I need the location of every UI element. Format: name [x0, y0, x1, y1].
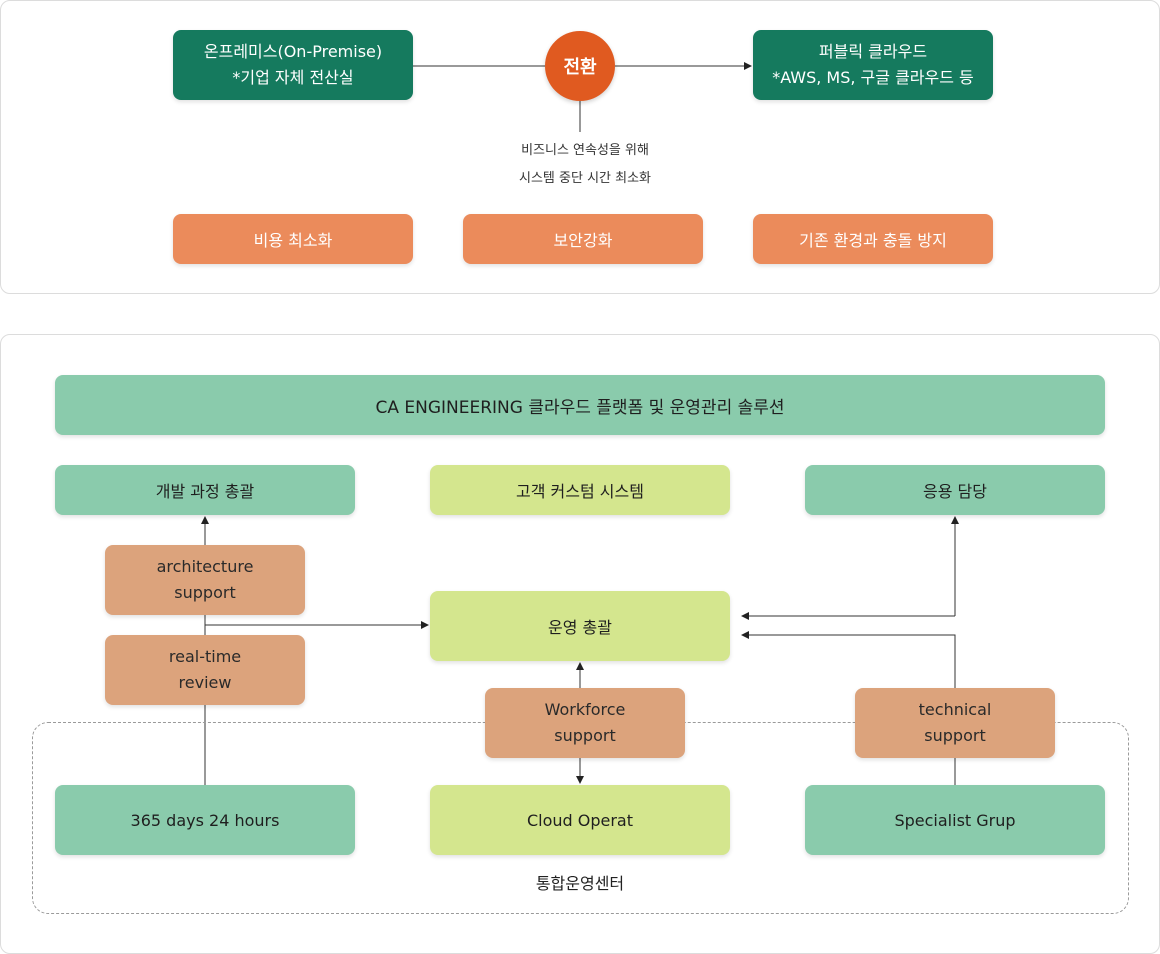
- public-cloud-title: 퍼블릭 클라우드: [818, 42, 928, 61]
- specialist-group-box: Specialist Grup: [805, 785, 1105, 855]
- architecture-line2: support: [174, 583, 236, 602]
- onpremise-box: 온프레미스(On-Premise) *기업 자체 전산실: [173, 30, 413, 100]
- onpremise-title: 온프레미스(On-Premise): [203, 42, 383, 61]
- ops-lead-box: 운영 총괄: [430, 591, 730, 661]
- solution-title-bar: CA ENGINEERING 클라우드 플랫폼 및 운영관리 솔루션: [55, 375, 1105, 435]
- continuity-caption-line1: 비즈니스 연속성을 위해: [521, 143, 649, 158]
- technical-line1: technical: [918, 700, 992, 719]
- transition-circle: 전환: [545, 31, 615, 101]
- technical-support-box: technical support: [855, 688, 1055, 758]
- goal-security-box: 보안강화: [463, 214, 703, 264]
- realtime-line2: review: [178, 673, 232, 692]
- goal-compat-box: 기존 환경과 충돌 방지: [753, 214, 993, 264]
- architecture-line1: architecture: [156, 557, 254, 576]
- days-hours-box: 365 days 24 hours: [55, 785, 355, 855]
- integrated-ops-center-label: 통합운영센터: [535, 874, 625, 893]
- workforce-line2: support: [554, 726, 616, 745]
- workforce-line1: Workforce: [544, 700, 626, 719]
- app-lead-box: 응용 담당: [805, 465, 1105, 515]
- cloud-operat-box: Cloud Operat: [430, 785, 730, 855]
- public-cloud-box: 퍼블릭 클라우드 *AWS, MS, 구글 클라우드 등: [753, 30, 993, 100]
- realtime-review-box: real-time review: [105, 635, 305, 705]
- architecture-support-box: architecture support: [105, 545, 305, 615]
- onpremise-note: *기업 자체 전산실: [232, 68, 354, 87]
- custom-system-box: 고객 커스텀 시스템: [430, 465, 730, 515]
- continuity-caption-line2: 시스템 중단 시간 최소화: [519, 171, 651, 186]
- goal-cost-box: 비용 최소화: [173, 214, 413, 264]
- public-cloud-note: *AWS, MS, 구글 클라우드 등: [772, 68, 974, 87]
- realtime-line1: real-time: [168, 647, 242, 666]
- dev-lead-box: 개발 과정 총괄: [55, 465, 355, 515]
- technical-line2: support: [924, 726, 986, 745]
- workforce-support-box: Workforce support: [485, 688, 685, 758]
